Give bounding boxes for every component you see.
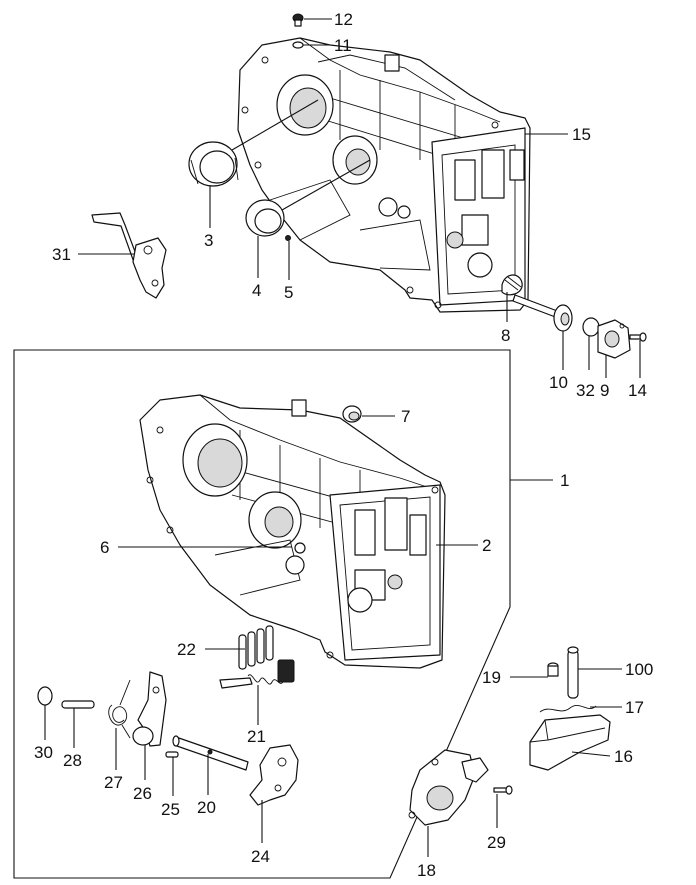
callout-2: 2 — [482, 536, 491, 555]
assembly-frame — [13, 349, 511, 879]
callout-4: 4 — [252, 281, 261, 300]
callout-1: 1 — [560, 471, 569, 490]
inhibitor-switch — [408, 749, 489, 826]
callout-15: 15 — [572, 125, 591, 144]
manual-valve-lever — [249, 744, 299, 806]
transmission-case-upper — [237, 37, 531, 313]
callout-12: 12 — [334, 10, 353, 29]
callout-26: 26 — [133, 784, 152, 803]
callout-10: 10 — [549, 373, 568, 392]
callout-21: 21 — [247, 727, 266, 746]
washer — [292, 41, 304, 49]
callout-labels: 12 11 3 4 5 31 15 8 10 32 9 14 7 1 2 6 2… — [34, 10, 653, 880]
callout-25: 25 — [161, 800, 180, 819]
torsion-spring — [108, 679, 131, 739]
callout-16: 16 — [614, 747, 633, 766]
o-ring — [582, 317, 600, 337]
snap-ring — [37, 686, 53, 706]
guide-pins — [238, 625, 274, 670]
callout-8: 8 — [501, 326, 510, 345]
shift-shaft — [512, 294, 573, 332]
pivot-pin — [61, 700, 95, 709]
drain-plug — [342, 405, 362, 423]
callout-19: 19 — [482, 668, 501, 687]
detent-spring-assembly — [219, 659, 295, 689]
hex-bolt — [629, 332, 647, 342]
seal-housing — [597, 319, 631, 359]
callout-9: 9 — [600, 381, 609, 400]
manual-shaft — [172, 735, 249, 771]
callout-31: 31 — [52, 245, 71, 264]
callout-27: 27 — [104, 773, 123, 792]
plug-bolt — [292, 13, 304, 27]
callout-5: 5 — [284, 283, 293, 302]
switch-bolt — [493, 785, 513, 795]
callout-28: 28 — [63, 751, 82, 770]
callout-11: 11 — [334, 36, 352, 55]
bearing-race-large — [188, 141, 239, 187]
transmission-case-lower — [139, 394, 446, 669]
callout-14: 14 — [628, 381, 647, 400]
callout-29: 29 — [487, 833, 506, 852]
callout-17: 17 — [625, 698, 644, 717]
callout-3: 3 — [204, 231, 213, 250]
parking-pawl-assembly — [529, 646, 611, 771]
callout-32: 32 — [576, 381, 595, 400]
bearing-race-small — [245, 199, 285, 237]
dowel-pin — [285, 235, 291, 241]
callout-30: 30 — [34, 743, 53, 762]
roll-pin — [165, 751, 179, 758]
callout-18: 18 — [417, 861, 436, 880]
callout-6: 6 — [100, 538, 109, 557]
callout-22: 22 — [177, 640, 196, 659]
callout-100: 100 — [625, 660, 653, 679]
spring-clip — [501, 274, 523, 296]
shift-lever-assembly — [91, 212, 167, 299]
callout-7: 7 — [401, 407, 410, 426]
leader-lines — [44, 18, 641, 857]
detent-lever — [132, 671, 167, 747]
callout-20: 20 — [197, 798, 216, 817]
callout-24: 24 — [251, 847, 270, 866]
